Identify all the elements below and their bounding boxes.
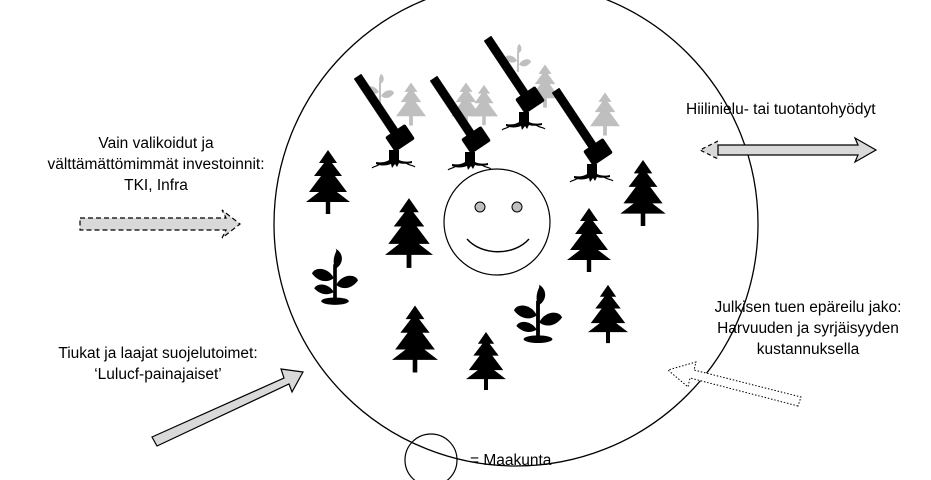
legend-region-icon: [404, 433, 458, 480]
investments-label: Vain valikoidut ja välttämättömimmät inv…: [34, 133, 278, 196]
ghost-pine-icon: [470, 84, 498, 126]
ghost-pine-icon: [590, 92, 620, 136]
investments-line-2: välttämättömimmät investoinnit:: [47, 156, 265, 173]
pine-tree-icon: [385, 198, 433, 268]
sapling-icon: [514, 284, 562, 344]
pine-tree-icon: [306, 150, 350, 214]
region-circle: [273, 0, 759, 467]
pine-tree-icon: [620, 160, 666, 226]
pine-tree-icon: [588, 284, 628, 344]
protection-label: Tiukat ja laajat suojelutoimet: ‘Lulucf-…: [50, 343, 266, 385]
protection-line-2: ‘Lulucf-painajaiset’: [94, 366, 222, 383]
support-line-3: kustannuksella: [756, 341, 860, 358]
smiley-face-icon: [443, 168, 551, 276]
pine-tree-icon: [466, 332, 506, 390]
felled-trees-group: [366, 44, 620, 136]
support-label: Julkisen tuen epäreilu jako: Harvuuden j…: [692, 297, 924, 360]
pine-tree-icon: [567, 208, 611, 272]
protection-arrow: [151, 368, 304, 447]
protection-line-1: Tiukat ja laajat suojelutoimet:: [58, 345, 258, 362]
pine-tree-icon: [392, 305, 438, 373]
legend-label: = Maakunta: [470, 452, 552, 469]
support-arrow: [666, 361, 802, 407]
investments-line-3: TKI, Infra: [124, 177, 188, 194]
sapling-icon: [312, 248, 358, 305]
investments-line-1: Vain valikoidut ja: [98, 135, 214, 152]
support-line-2: Harvuuden ja syrjäisyyden: [717, 320, 899, 337]
carbon-benefits-label: Hiilinielu- tai tuotantohyödyt: [686, 101, 876, 118]
carbon-benefits-arrow: [698, 136, 878, 164]
support-line-1: Julkisen tuen epäreilu jako:: [714, 299, 902, 316]
investments-arrow: [79, 209, 241, 239]
ghost-pine-icon: [396, 82, 426, 126]
